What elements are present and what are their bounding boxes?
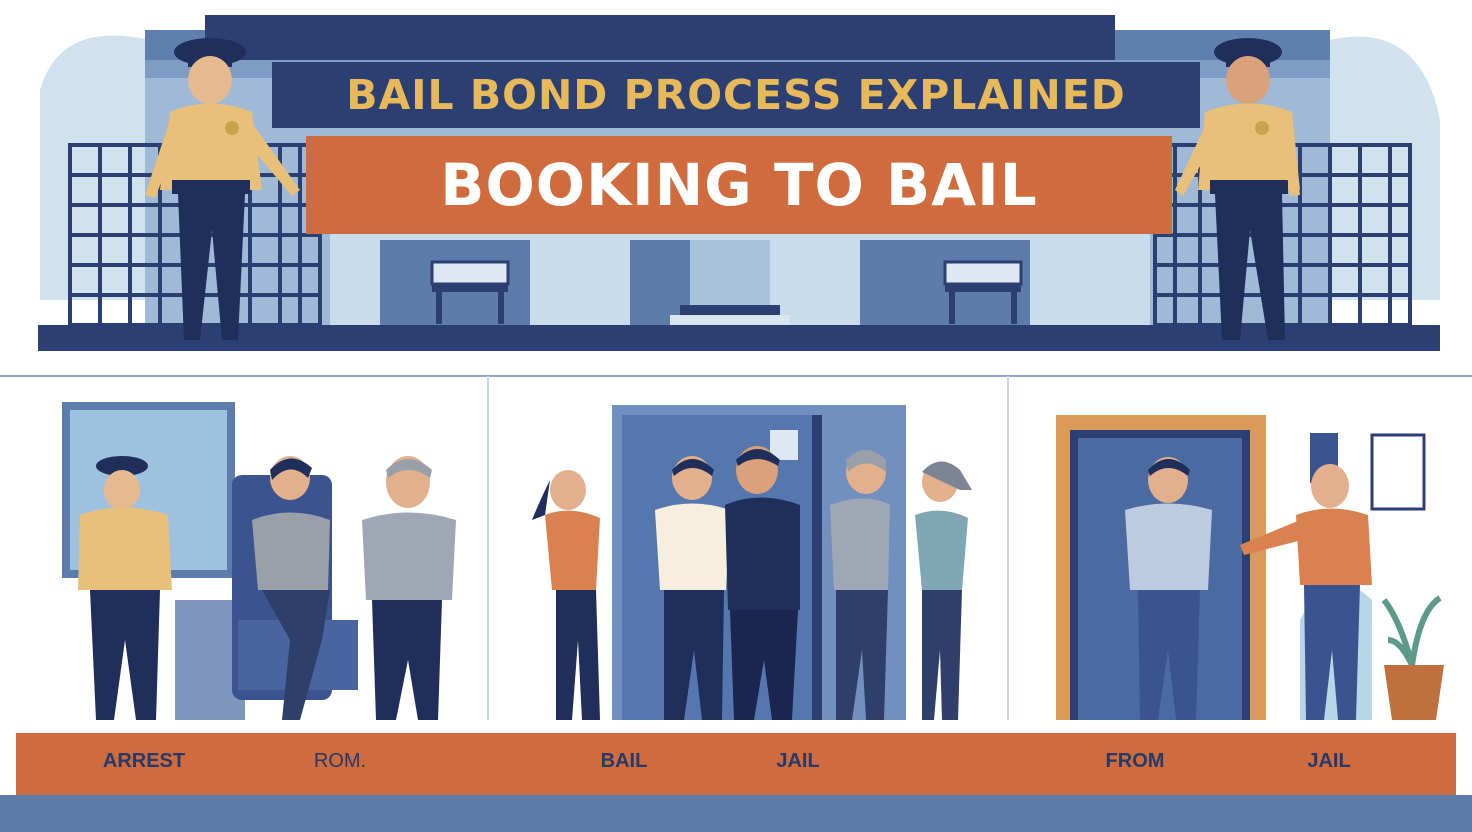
panel-bail	[532, 405, 972, 720]
footer-bar	[0, 795, 1472, 832]
panel-release	[1056, 415, 1444, 720]
step-label-bail: BAIL	[600, 749, 648, 772]
banner-subtitle: BOOKING TO BAIL	[440, 151, 1038, 219]
step-label-from: FROM	[1105, 749, 1165, 772]
right-bench	[943, 260, 1023, 324]
banner-title: BAIL BOND PROCESS EXPLAINED	[346, 71, 1126, 119]
step-label-jail-2: JAIL	[1307, 749, 1351, 772]
step-label-rom: ROM.	[313, 749, 367, 772]
left-fence	[68, 143, 322, 327]
building-base	[38, 325, 1440, 351]
entrance-steps	[670, 305, 790, 325]
steps-bar	[16, 733, 1456, 795]
police-officer-left	[145, 38, 300, 340]
step-label-jail-1: JAIL	[776, 749, 820, 772]
step-label-arrest: ARREST	[102, 749, 186, 772]
title-banner	[272, 62, 1200, 234]
panel-arrest	[62, 402, 456, 720]
left-bench	[430, 260, 510, 324]
police-officer-right	[1175, 38, 1300, 340]
